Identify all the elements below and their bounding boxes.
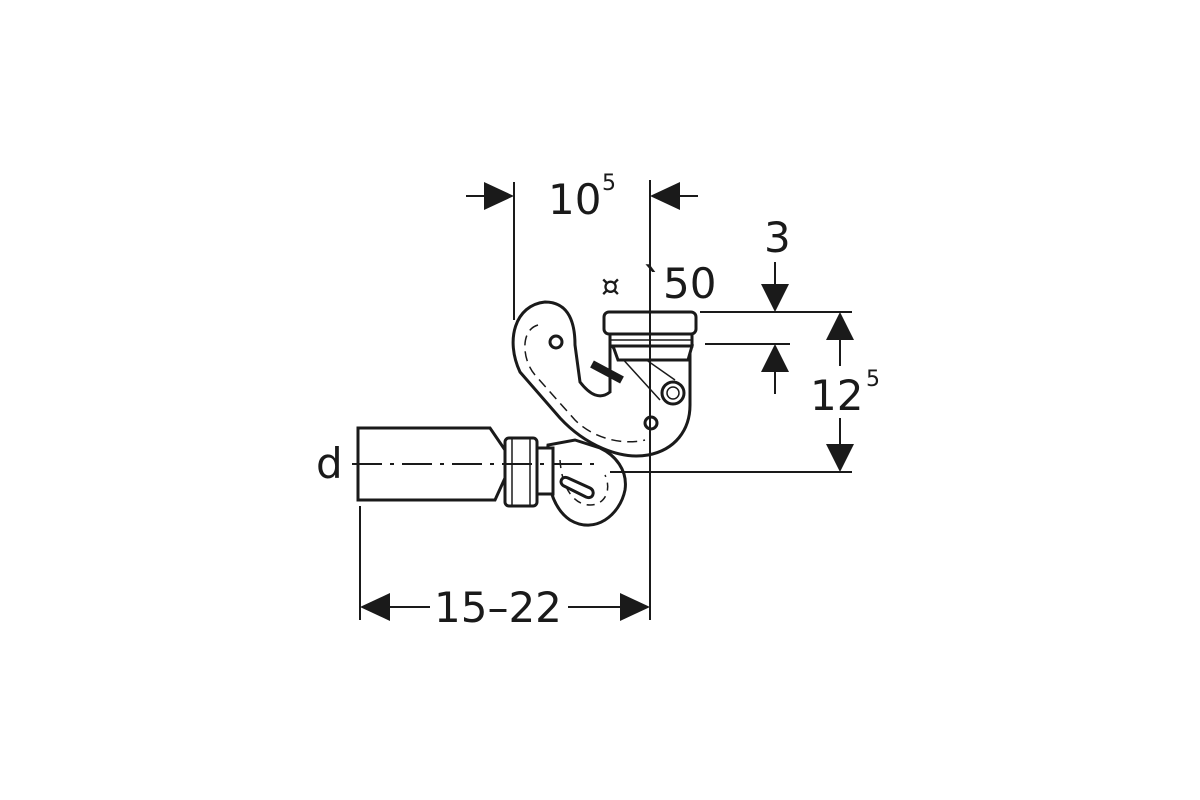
outlet-nut	[503, 436, 539, 508]
dim-top-offset: 3	[761, 213, 791, 394]
dim-top-offset-arrow-up	[761, 344, 789, 372]
dim-top-width-arrow-right	[650, 182, 680, 210]
dim-length-arrow-right	[620, 593, 650, 621]
dim-length: 15–22	[360, 583, 650, 632]
diameter-symbol: ¤	[601, 269, 620, 304]
cleanout-plug	[660, 380, 686, 406]
dim-top-width: 10 5	[466, 171, 698, 224]
dim-top-width-arrow-left	[484, 182, 514, 210]
dim-height-superscript: 5	[866, 367, 880, 392]
dim-top-width-superscript: 5	[602, 171, 616, 196]
trap-hole-upper	[548, 334, 564, 350]
dim-height-arrow-down	[826, 444, 854, 472]
outlet-connector	[535, 446, 555, 496]
outlet-pipe	[356, 426, 555, 508]
trap-slot	[559, 475, 595, 500]
diameter-value: `50	[642, 259, 716, 308]
dim-length-arrow-left	[360, 593, 390, 621]
outlet-diameter-label: d	[316, 439, 343, 488]
dim-height: 12 5	[810, 312, 880, 472]
brand-logo-plate	[590, 360, 624, 384]
dim-height-arrow-up	[826, 312, 854, 340]
dim-top-offset-arrow-down	[761, 284, 789, 312]
cleanout-plug-inner	[666, 386, 680, 400]
dim-top-width-value: 10	[548, 175, 601, 224]
dim-height-value: 12	[810, 371, 863, 420]
trap-inner-channel-upper	[524, 324, 646, 443]
dim-top-offset-value: 3	[764, 213, 791, 262]
dim-length-value: 15–22	[434, 583, 562, 632]
dim-diameter: ¤ `50	[601, 259, 716, 308]
inlet-neck	[610, 344, 694, 362]
